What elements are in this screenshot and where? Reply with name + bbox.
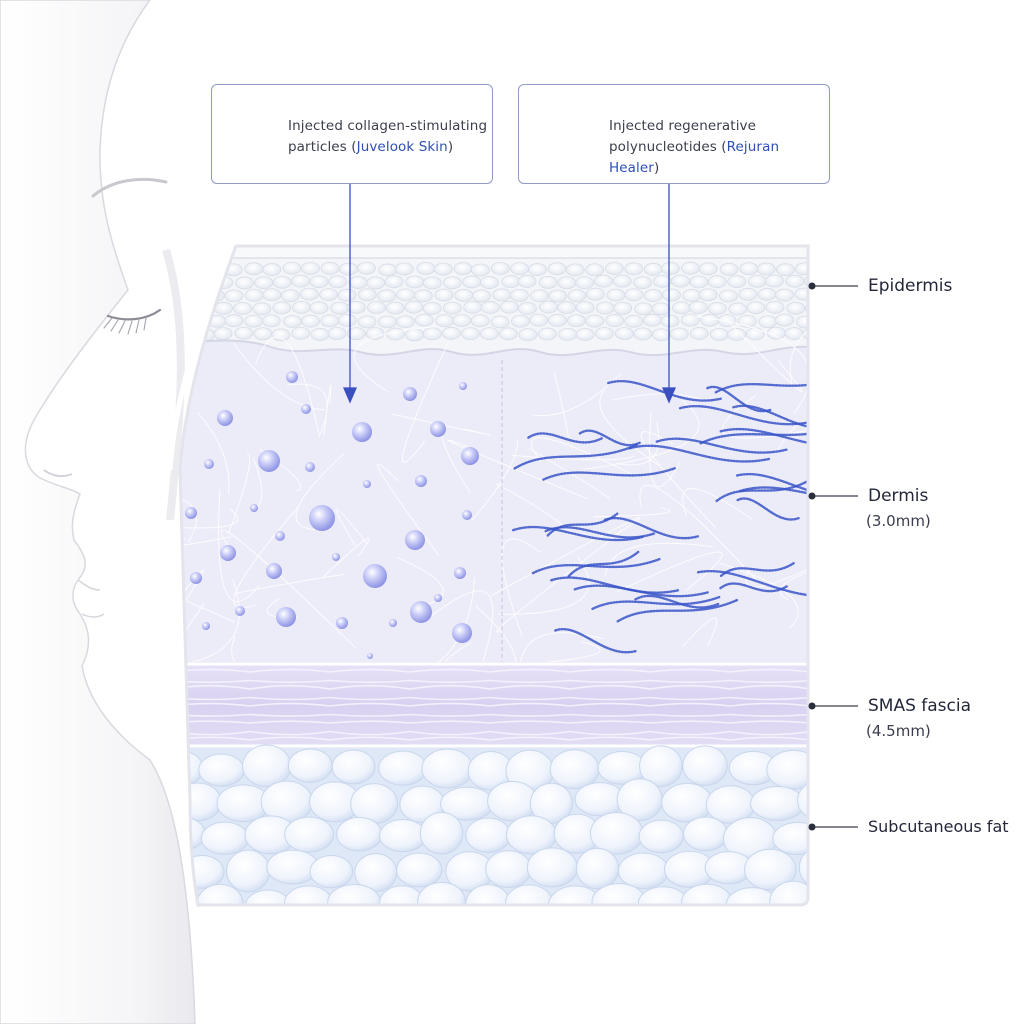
rejuran-callout bbox=[518, 84, 830, 184]
subcutaneous-fat-layer bbox=[180, 744, 808, 905]
dermis-thickness: (3.0mm) bbox=[866, 512, 931, 530]
face-profile-icon bbox=[0, 0, 196, 1024]
tissue-block bbox=[180, 246, 808, 905]
smas-thickness: (4.5mm) bbox=[866, 722, 931, 740]
epidermis-layer bbox=[180, 246, 808, 357]
juvelook-callout-text: Injected collagen-stimulating particles … bbox=[288, 116, 488, 158]
rejuran-callout-line1: Injected regenerative bbox=[609, 118, 757, 134]
rejuran-callout-line2-prefix: polynucleotides ( bbox=[609, 139, 727, 155]
juvelook-brand-name: Juvelook Skin bbox=[356, 139, 448, 155]
juvelook-callout-line2-prefix: particles ( bbox=[288, 139, 357, 155]
collagen-particles bbox=[185, 371, 479, 659]
leader-dot-icon bbox=[808, 282, 816, 831]
juvelook-callout-line2-suffix: ) bbox=[447, 139, 454, 155]
smas-layer bbox=[180, 662, 808, 748]
smas-label: SMAS fascia bbox=[868, 696, 972, 716]
fat-label: Subcutaneous fat bbox=[868, 817, 1009, 836]
epidermis-label: Epidermis bbox=[868, 276, 953, 296]
juvelook-callout bbox=[211, 84, 493, 184]
callout-arrows bbox=[343, 184, 676, 404]
rejuran-callout-text: Injected regenerative polynucleotides (R… bbox=[609, 116, 824, 179]
polynucleotide-strands bbox=[511, 376, 808, 654]
juvelook-callout-line1: Injected collagen-stimulating bbox=[288, 118, 488, 134]
dermis-label: Dermis bbox=[868, 486, 929, 506]
layer-leader-lines bbox=[812, 285, 858, 828]
rejuran-callout-line2-suffix: ) bbox=[653, 160, 660, 176]
dermis-layer bbox=[180, 298, 808, 730]
rejuran-brand-name: Rejuran Healer bbox=[609, 139, 780, 176]
